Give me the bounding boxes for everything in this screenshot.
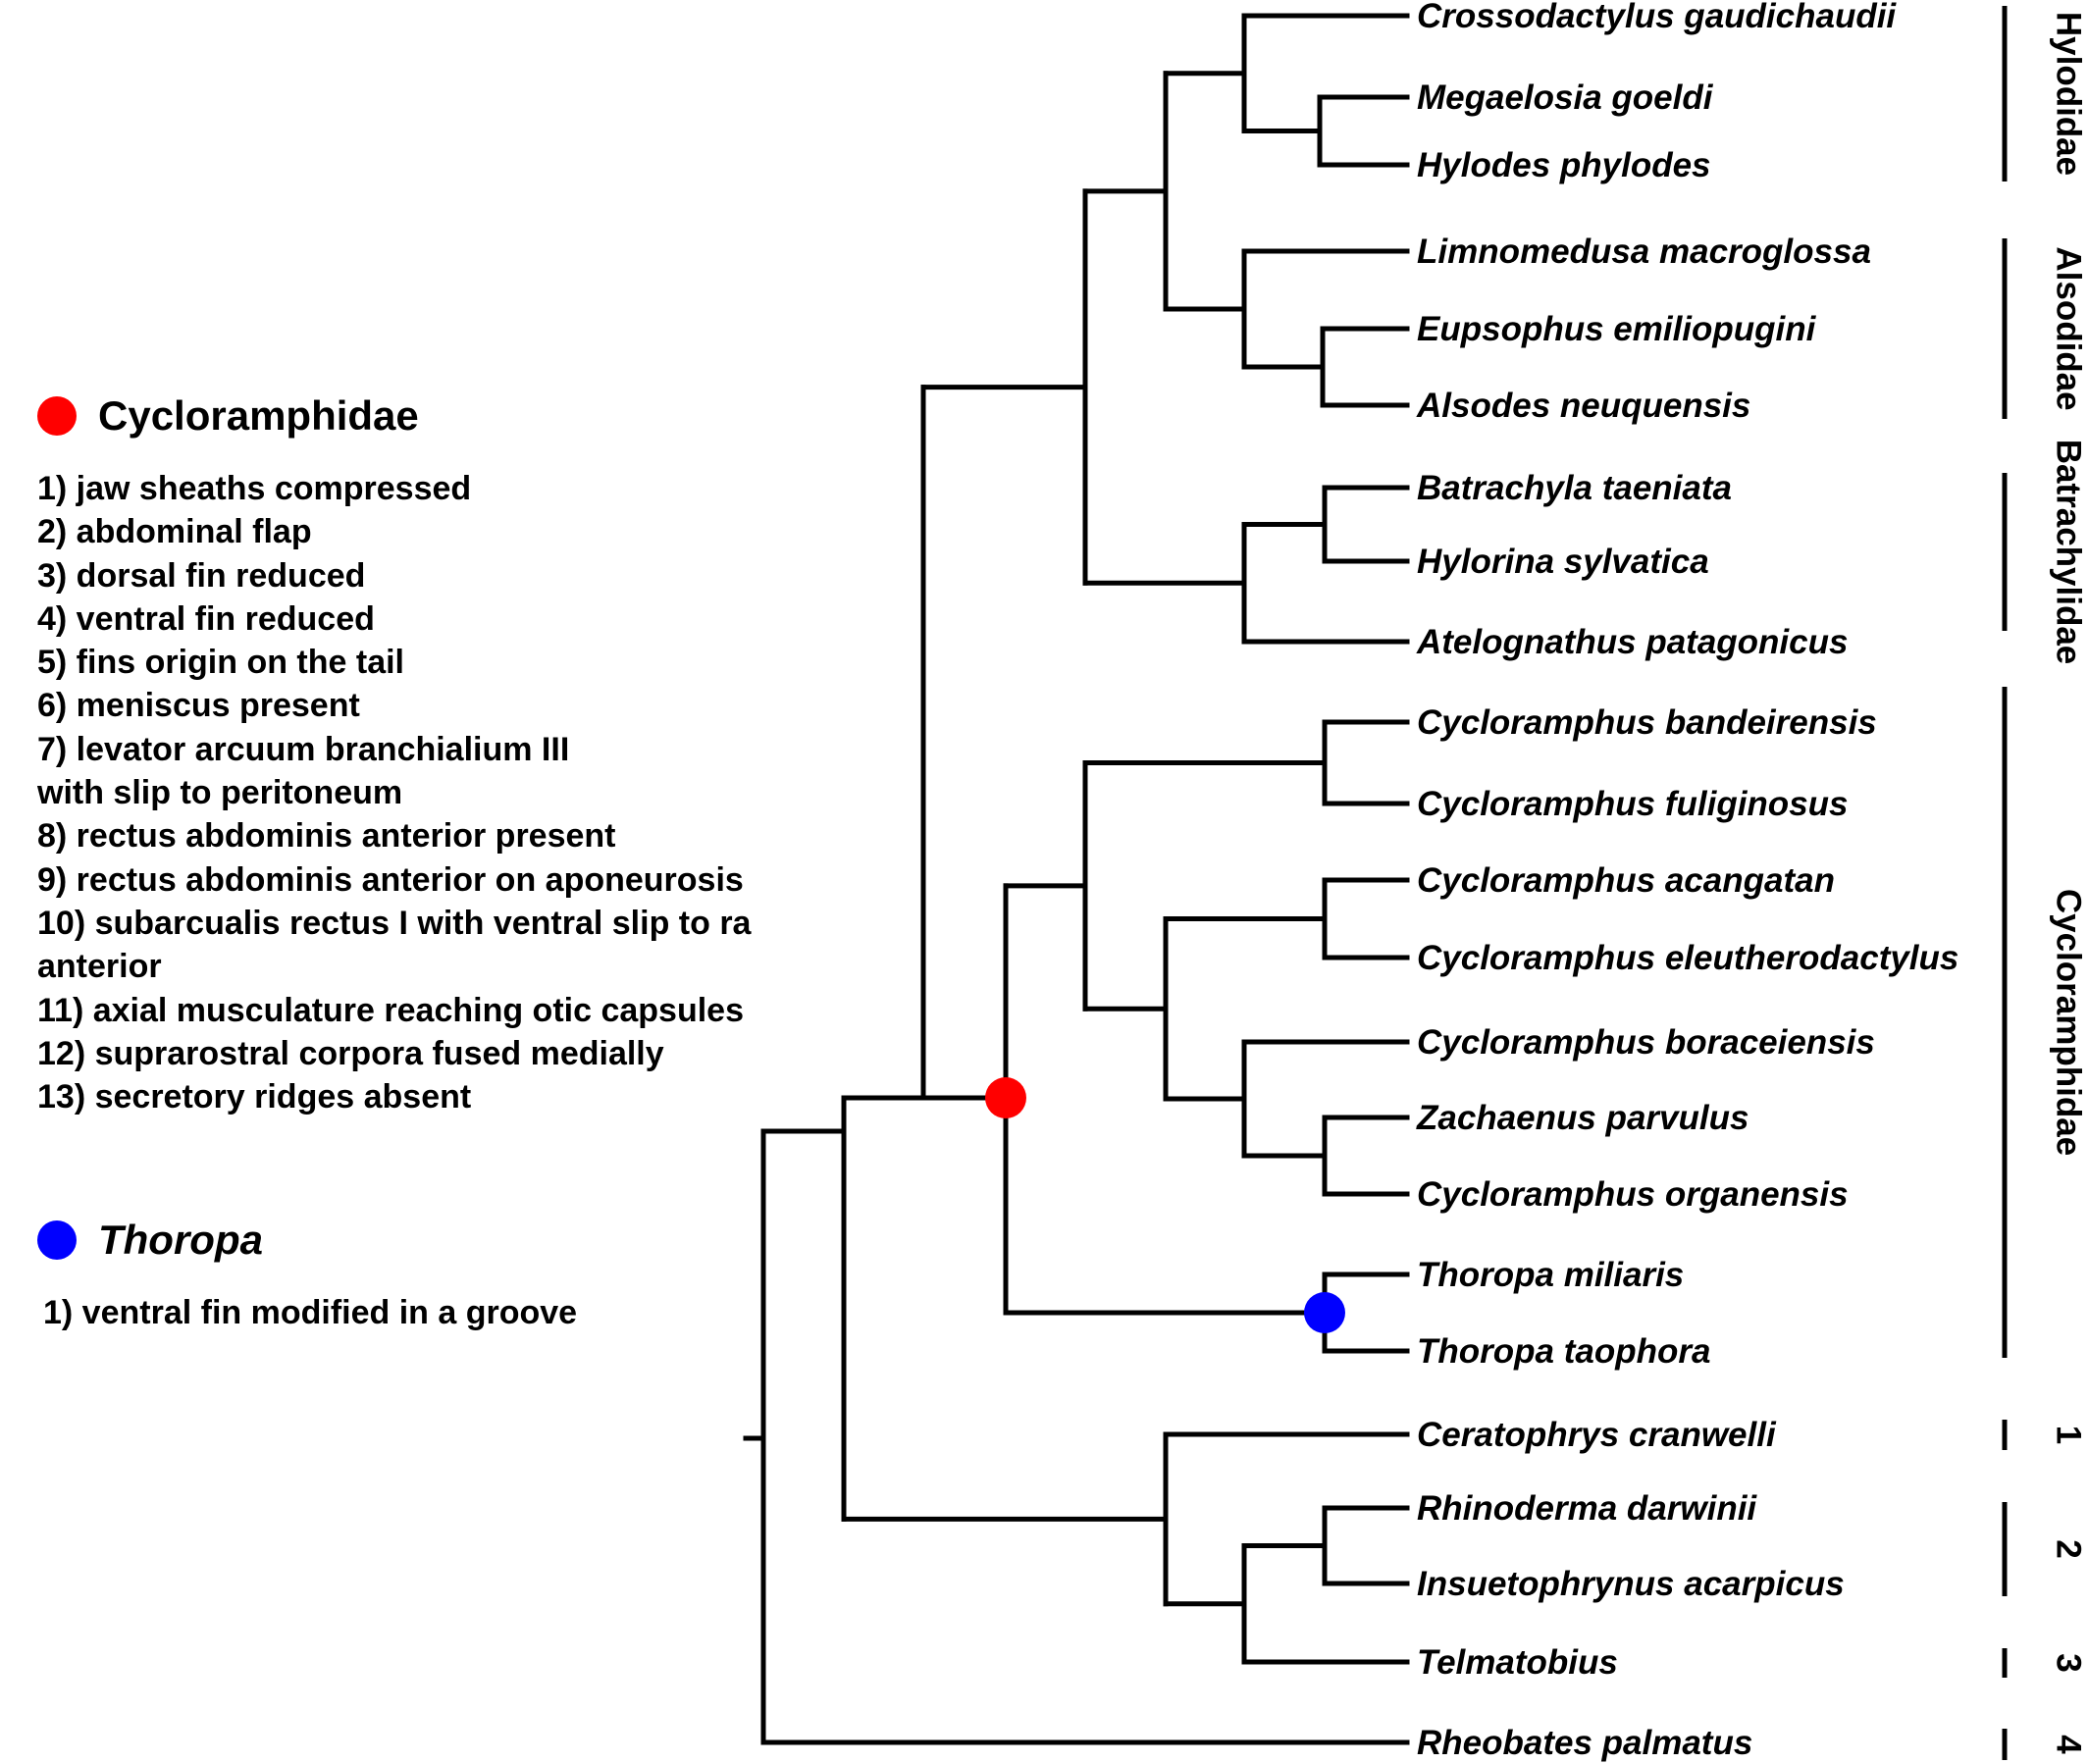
thoropa-node-marker bbox=[1304, 1292, 1345, 1333]
taxon-label: Hylodes phylodes bbox=[1417, 146, 1711, 184]
character-item: 6) meniscus present bbox=[37, 687, 360, 725]
taxon-label: Thoropa miliaris bbox=[1417, 1256, 1684, 1294]
character-item: anterior bbox=[37, 948, 162, 986]
cycloramphidae-legend: Cycloramphidae 1) jaw sheaths compressed… bbox=[37, 392, 751, 1118]
cycloramphidae-legend-header: Cycloramphidae bbox=[37, 392, 751, 440]
taxon-label: Cycloramphus organensis bbox=[1417, 1175, 1849, 1214]
taxon-label: Thoropa taophora bbox=[1417, 1332, 1710, 1371]
clade-label: Batrachylidae bbox=[2050, 440, 2088, 665]
node-markers bbox=[985, 1077, 1345, 1333]
character-item: 10) subarcualis rectus I with ventral sl… bbox=[37, 904, 752, 942]
clade-label: Alsodidae bbox=[2050, 246, 2088, 410]
character-item: 2) abdominal flap bbox=[37, 513, 312, 551]
cycloramphidae-node-marker bbox=[985, 1077, 1026, 1118]
character-item: 1) ventral fin modified in a groove bbox=[43, 1294, 578, 1331]
character-item: 8) rectus abdominis anterior present bbox=[37, 817, 616, 856]
taxon-label: Ceratophrys cranwelli bbox=[1417, 1416, 1777, 1454]
taxon-label: Cycloramphus fuliginosus bbox=[1417, 785, 1849, 823]
taxon-label: Insuetophrynus acarpicus bbox=[1417, 1565, 1845, 1603]
blue-node-marker-icon bbox=[37, 1220, 77, 1260]
taxon-label: Eupsophus emiliopugini bbox=[1417, 310, 1817, 348]
thoropa-character-list: 1) ventral fin modified in a groove bbox=[37, 1291, 577, 1334]
character-item: 3) dorsal fin reduced bbox=[37, 556, 366, 595]
character-item: 11) axial musculature reaching otic caps… bbox=[37, 991, 744, 1029]
clade-labels: HylodidaeAlsodidaeBatrachylidaeCycloramp… bbox=[2050, 12, 2088, 1754]
thoropa-legend-title: Thoropa bbox=[98, 1217, 263, 1263]
clade-label: 2 bbox=[2050, 1539, 2088, 1558]
character-item: 12) suprarostral corpora fused medially bbox=[37, 1034, 664, 1072]
character-item: 7) levator arcuum branchialium III bbox=[37, 730, 570, 768]
taxon-label: Cycloramphus bandeirensis bbox=[1417, 703, 1877, 742]
character-item: with slip to peritoneum bbox=[37, 774, 403, 812]
taxon-label: Batrachyla taeniata bbox=[1417, 469, 1732, 507]
taxon-label: Limnomedusa macroglossa bbox=[1417, 233, 1871, 271]
tree-branches bbox=[743, 13, 1410, 1745]
taxon-label: Rhinoderma darwinii bbox=[1417, 1489, 1757, 1528]
character-item: 5) fins origin on the tail bbox=[37, 644, 404, 682]
taxon-label: Megaelosia goeldi bbox=[1417, 78, 1714, 117]
taxon-label: Hylorina sylvatica bbox=[1417, 543, 1709, 581]
taxon-label: Crossodactylus gaudichaudii bbox=[1417, 0, 1897, 35]
clade-label: 1 bbox=[2050, 1426, 2088, 1444]
clade-label: Cycloramphidae bbox=[2050, 889, 2088, 1156]
taxon-label: Zachaenus parvulus bbox=[1416, 1099, 1749, 1137]
character-item: 13) secretory ridges absent bbox=[37, 1078, 472, 1116]
character-item: 4) ventral fin reduced bbox=[37, 599, 375, 638]
taxon-label: Cycloramphus boraceiensis bbox=[1417, 1023, 1875, 1062]
clade-label: 4 bbox=[2050, 1735, 2088, 1754]
red-node-marker-icon bbox=[37, 396, 77, 436]
taxon-label: Cycloramphus eleutherodactylus bbox=[1417, 939, 1958, 977]
cycloramphidae-legend-title: Cycloramphidae bbox=[98, 392, 419, 439]
character-item: 1) jaw sheaths compressed bbox=[37, 470, 472, 507]
clade-label: Hylodidae bbox=[2050, 12, 2088, 176]
taxon-label: Cycloramphus acangatan bbox=[1417, 861, 1835, 900]
clade-label: 3 bbox=[2050, 1653, 2088, 1672]
taxon-label: Rheobates palmatus bbox=[1417, 1724, 1752, 1762]
taxon-label: Telmatobius bbox=[1417, 1643, 1618, 1682]
taxon-label: Alsodes neuquensis bbox=[1416, 387, 1750, 425]
thoropa-legend-header: Thoropa bbox=[37, 1217, 577, 1264]
character-item: 9) rectus abdominis anterior on aponeuro… bbox=[37, 860, 744, 899]
thoropa-legend: Thoropa 1) ventral fin modified in a gro… bbox=[37, 1217, 577, 1334]
taxon-label: Atelognathus patagonicus bbox=[1416, 623, 1848, 661]
cycloramphidae-character-list: 1) jaw sheaths compressed 2) abdominal f… bbox=[37, 467, 751, 1118]
